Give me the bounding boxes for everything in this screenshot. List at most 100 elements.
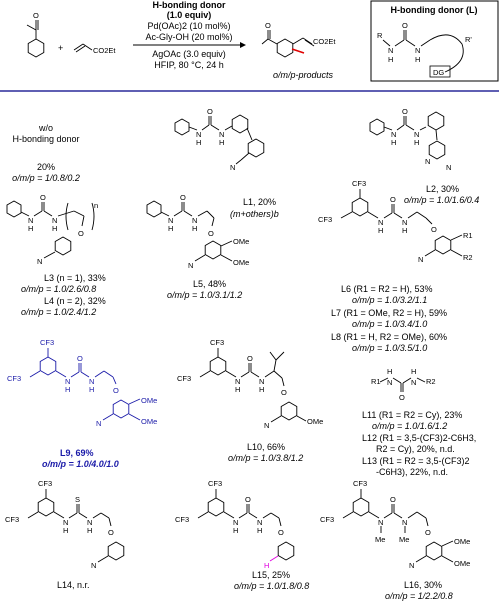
svg-text:O: O	[208, 229, 214, 238]
svg-text:H: H	[28, 224, 33, 233]
svg-text:CF3: CF3	[353, 479, 367, 488]
svg-text:N: N	[168, 216, 173, 225]
svg-text:o/m/p = 1.0/1.6/1.2: o/m/p = 1.0/1.6/1.2	[372, 421, 447, 431]
svg-text:N: N	[87, 518, 92, 527]
svg-text:L5, 48%: L5, 48%	[193, 279, 226, 289]
svg-text:CF3: CF3	[318, 215, 332, 224]
ligand-text: Ac-Gly-OH (20 mol%)	[145, 32, 232, 42]
svg-text:OMe: OMe	[141, 417, 157, 426]
svg-text:(m+others)b: (m+others)b	[230, 209, 279, 219]
product-label: o/m/p-products	[273, 70, 334, 80]
svg-text:H: H	[168, 224, 173, 233]
svg-text:N: N	[411, 378, 416, 387]
atom-o: O	[33, 11, 39, 20]
ethyl-acrylate-structure: CO2Et	[73, 43, 116, 55]
svg-text:L2, 30%: L2, 30%	[426, 184, 459, 194]
svg-text:O: O	[281, 388, 287, 397]
svg-text:R1: R1	[463, 231, 473, 240]
svg-text:CF3: CF3	[38, 479, 52, 488]
svg-text:O: O	[399, 393, 405, 402]
svg-text:DG: DG	[433, 68, 444, 77]
entry-l1: N H O N H N L1, 20% (m+others)b	[174, 107, 279, 219]
svg-text:H: H	[414, 138, 419, 147]
svg-text:CF3: CF3	[208, 479, 222, 488]
svg-text:H: H	[196, 138, 201, 147]
svg-text:L1, 20%: L1, 20%	[243, 197, 276, 207]
svg-text:H: H	[219, 138, 224, 147]
svg-text:L7 (R1 = OMe, R2 = H), 59%: L7 (R1 = OMe, R2 = H), 59%	[331, 308, 447, 318]
svg-text:N: N	[91, 561, 96, 570]
ortho-h-highlight: H	[264, 561, 269, 570]
svg-text:o/m/p = 1.0/3.8/1.2: o/m/p = 1.0/3.8/1.2	[228, 453, 303, 463]
svg-text:O: O	[390, 495, 396, 504]
svg-text:N: N	[65, 377, 70, 386]
svg-text:O: O	[278, 528, 284, 537]
svg-text:H: H	[65, 385, 70, 394]
meta-bond-highlight	[291, 48, 305, 54]
svg-text:CF3: CF3	[40, 338, 54, 347]
svg-text:O: O	[245, 495, 251, 504]
svg-text:Me: Me	[375, 535, 385, 544]
svg-text:CF3: CF3	[177, 374, 191, 383]
alkene-ester-label: CO2Et	[93, 46, 116, 55]
entry-l16: CF3 CF3 N Me O N Me O OMe OMe N L16, 30%…	[320, 479, 470, 601]
svg-text:N: N	[233, 518, 238, 527]
donor-general-structure: R N H O N H R' DG	[377, 21, 472, 78]
reagent-equiv: (1.0 equiv)	[167, 10, 212, 20]
acetophenone-structure: O	[26, 11, 45, 58]
svg-text:CF3: CF3	[5, 515, 19, 524]
svg-text:20%: 20%	[37, 162, 55, 172]
svg-text:o/m/p = 1.0/2.4/1.2: o/m/p = 1.0/2.4/1.2	[21, 307, 96, 317]
product-structure: O CO2Et	[261, 21, 336, 58]
reaction-arrowhead	[240, 42, 246, 48]
svg-text:O: O	[108, 528, 114, 537]
svg-text:N: N	[89, 377, 94, 386]
svg-text:O: O	[247, 354, 253, 363]
reaction-scheme: O + CO2Et H-bonding donor (1.0 equiv) Pd…	[26, 0, 499, 82]
product-ester-label: CO2Et	[313, 37, 336, 46]
svg-text:N: N	[188, 261, 193, 270]
entry-l5: N H O N H O OMe OMe N L5, 48% o/m/p = 1.…	[146, 193, 249, 300]
svg-text:R1: R1	[371, 377, 381, 386]
entry-l11-l13: R1 N H O N H R2 L11 (R1 = R2 = Cy), 23% …	[362, 367, 476, 477]
svg-text:O: O	[402, 107, 408, 116]
svg-text:L10, 66%: L10, 66%	[247, 442, 285, 452]
svg-text:w/o: w/o	[38, 123, 53, 133]
svg-text:o/m/p = 1.0/3.1/1.2: o/m/p = 1.0/3.1/1.2	[167, 290, 242, 300]
svg-text:O: O	[77, 354, 83, 363]
svg-text:N: N	[402, 518, 407, 527]
entry-l2: N H O N H N N L2, 30% o/m/p = 1.0/1.6/0.…	[369, 107, 479, 205]
svg-text:O: O	[78, 229, 84, 238]
svg-text:H: H	[391, 138, 396, 147]
svg-text:O: O	[402, 21, 408, 30]
svg-text:OMe: OMe	[454, 559, 470, 568]
svg-text:L16, 30%: L16, 30%	[404, 580, 442, 590]
svg-text:n: n	[94, 201, 98, 210]
svg-text:H: H	[52, 224, 57, 233]
svg-text:CF3: CF3	[352, 179, 366, 188]
entry-l10: CF3 CF3 N H O N H O OMe N L10, 66% o/m/p…	[177, 338, 323, 463]
svg-text:O: O	[180, 193, 186, 202]
svg-text:N: N	[230, 163, 235, 172]
svg-text:N: N	[235, 377, 240, 386]
svg-text:OMe: OMe	[307, 417, 323, 426]
svg-text:N: N	[52, 216, 57, 225]
svg-text:N: N	[388, 46, 393, 55]
svg-text:N: N	[219, 130, 224, 139]
reagent-title: H-bonding donor	[153, 0, 226, 10]
svg-text:O: O	[390, 195, 396, 204]
svg-text:R': R'	[465, 35, 472, 44]
svg-text:N: N	[418, 255, 423, 264]
svg-text:N: N	[425, 157, 430, 166]
entry-no-donor: w/o H-bonding donor 20% o/m/p = 1/0.8/0.…	[12, 123, 80, 183]
svg-text:N: N	[414, 130, 419, 139]
svg-text:o/m/p = 1/0.8/0.2: o/m/p = 1/0.8/0.2	[12, 173, 80, 183]
svg-text:N: N	[257, 518, 262, 527]
entry-l9: CF3 CF3 N H O N H O OMe OMe N L9, 69% o/…	[7, 338, 157, 469]
additive-text: AgOAc (3.0 equiv)	[152, 49, 226, 59]
svg-text:H-bonding donor: H-bonding donor	[12, 134, 79, 144]
svg-text:H: H	[402, 226, 407, 235]
svg-text:N: N	[378, 218, 383, 227]
svg-text:N: N	[409, 561, 414, 570]
